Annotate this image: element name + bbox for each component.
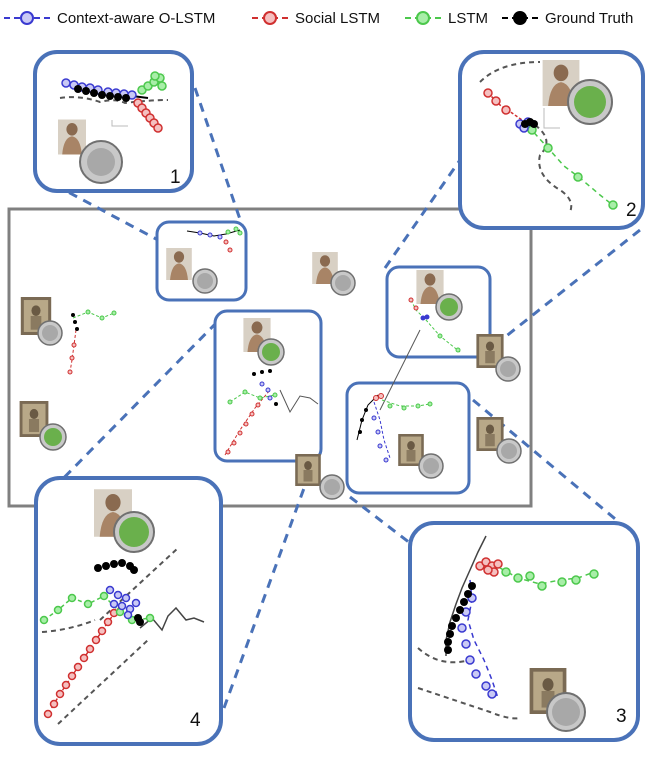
zoom-panel-4: 4 [34,476,223,746]
zoom-label-2: 2 [626,200,637,221]
legend-label: Ground Truth [545,9,634,27]
legend: Context-aware O-LSTM Social LSTM LSTM Gr… [0,4,663,32]
zoom-label-4: 4 [190,710,201,731]
legend-label: Context-aware O-LSTM [57,9,216,27]
legend-item-lstm: LSTM [403,4,488,32]
legend-marker-red-icon [252,11,288,25]
zoom-label-3: 3 [616,706,627,727]
legend-label: LSTM [448,9,489,27]
legend-marker-green-icon [405,11,441,25]
zoom-panel-2: 2 [458,50,645,230]
main-scene-trajectories [67,226,461,463]
legend-item-context-aware-olstm: Context-aware O-LSTM [2,4,215,32]
legend-item-ground-truth: Ground Truth [500,4,633,32]
legend-label: Social LSTM [295,9,381,27]
zoom-label-1: 1 [170,167,181,188]
main-scene-exhibits [19,248,522,500]
zoom-panel-3: 3 [408,521,640,742]
small-zoom-box-4 [213,309,323,463]
legend-marker-blue-icon [4,11,50,25]
legend-marker-black-icon [502,11,538,25]
legend-item-social-lstm: Social LSTM [250,4,380,32]
main-scene-frame [7,207,533,508]
zoom-panel-1: 1 [33,50,194,193]
